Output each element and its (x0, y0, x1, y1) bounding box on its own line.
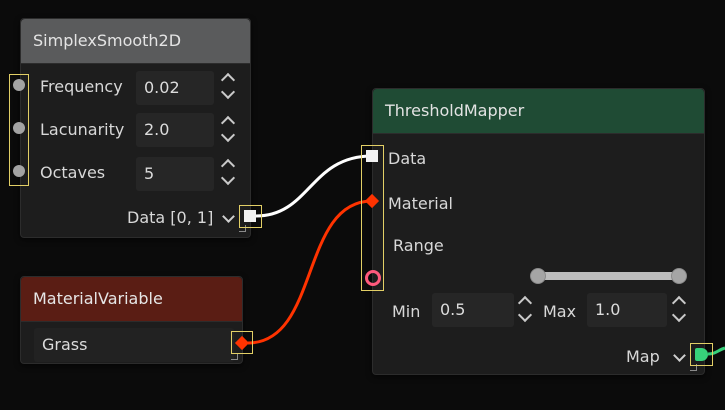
spin-down-icon[interactable] (517, 307, 533, 323)
octaves-input[interactable]: 5 (136, 157, 214, 191)
simplex-input-ports (9, 74, 29, 186)
node-threshold-mapper[interactable]: ThresholdMapper Data Material Range Min … (372, 88, 705, 375)
material-name-field[interactable]: Grass (34, 328, 234, 362)
frequency-port[interactable] (13, 79, 25, 91)
max-label: Max (543, 302, 577, 321)
param-label-octaves: Octaves (40, 163, 106, 182)
spin-down-icon[interactable] (220, 127, 236, 143)
output-label-map: Map (626, 347, 660, 366)
node-title[interactable]: MaterialVariable (21, 277, 242, 322)
input-label-material: Material (388, 194, 453, 213)
resize-handle[interactable] (231, 353, 238, 360)
node-title[interactable]: ThresholdMapper (373, 89, 704, 134)
max-input[interactable]: 1.0 (587, 293, 667, 327)
frequency-input[interactable]: 0.02 (136, 71, 214, 105)
lacunarity-port[interactable] (13, 122, 25, 134)
lacunarity-input[interactable]: 2.0 (136, 113, 214, 147)
threshold-input-ports (361, 145, 384, 291)
wire-data (255, 154, 373, 218)
lacunarity-spinner[interactable] (220, 114, 236, 146)
range-input-port[interactable] (365, 270, 381, 286)
max-spinner[interactable] (671, 294, 687, 326)
spin-down-icon[interactable] (671, 307, 687, 323)
resize-handle[interactable] (690, 364, 697, 371)
range-min-handle[interactable] (530, 268, 546, 284)
simplex-output-port-frame (239, 205, 262, 228)
spin-down-icon[interactable] (220, 84, 236, 100)
output-label-data: Data [0, 1] (127, 208, 214, 227)
data-output-port[interactable] (244, 210, 256, 222)
map-output-port[interactable] (695, 348, 708, 361)
min-label: Min (392, 302, 421, 321)
map-output-port-frame (690, 343, 713, 366)
wire-material (247, 199, 373, 345)
chevron-down-icon[interactable] (222, 210, 235, 223)
resize-handle[interactable] (239, 225, 246, 232)
min-input[interactable]: 0.5 (432, 293, 514, 327)
material-output-port-frame (231, 331, 253, 354)
node-material-variable[interactable]: MaterialVariable Grass (20, 276, 243, 364)
node-title[interactable]: SimplexSmooth2D (21, 19, 250, 64)
range-max-handle[interactable] (671, 268, 687, 284)
octaves-spinner[interactable] (220, 157, 236, 189)
input-label-data: Data (388, 149, 427, 168)
range-label: Range (393, 236, 444, 255)
chevron-down-icon[interactable] (673, 349, 686, 362)
node-simplex-smooth2d[interactable]: SimplexSmooth2D Frequency 0.02 Lacunarit… (20, 18, 251, 238)
param-label-lacunarity: Lacunarity (40, 120, 125, 139)
param-label-frequency: Frequency (40, 77, 123, 96)
spin-down-icon[interactable] (220, 170, 236, 186)
frequency-spinner[interactable] (220, 71, 236, 103)
min-spinner[interactable] (517, 294, 533, 326)
octaves-port[interactable] (13, 165, 25, 177)
range-slider[interactable] (537, 272, 683, 280)
data-input-port[interactable] (366, 150, 378, 162)
